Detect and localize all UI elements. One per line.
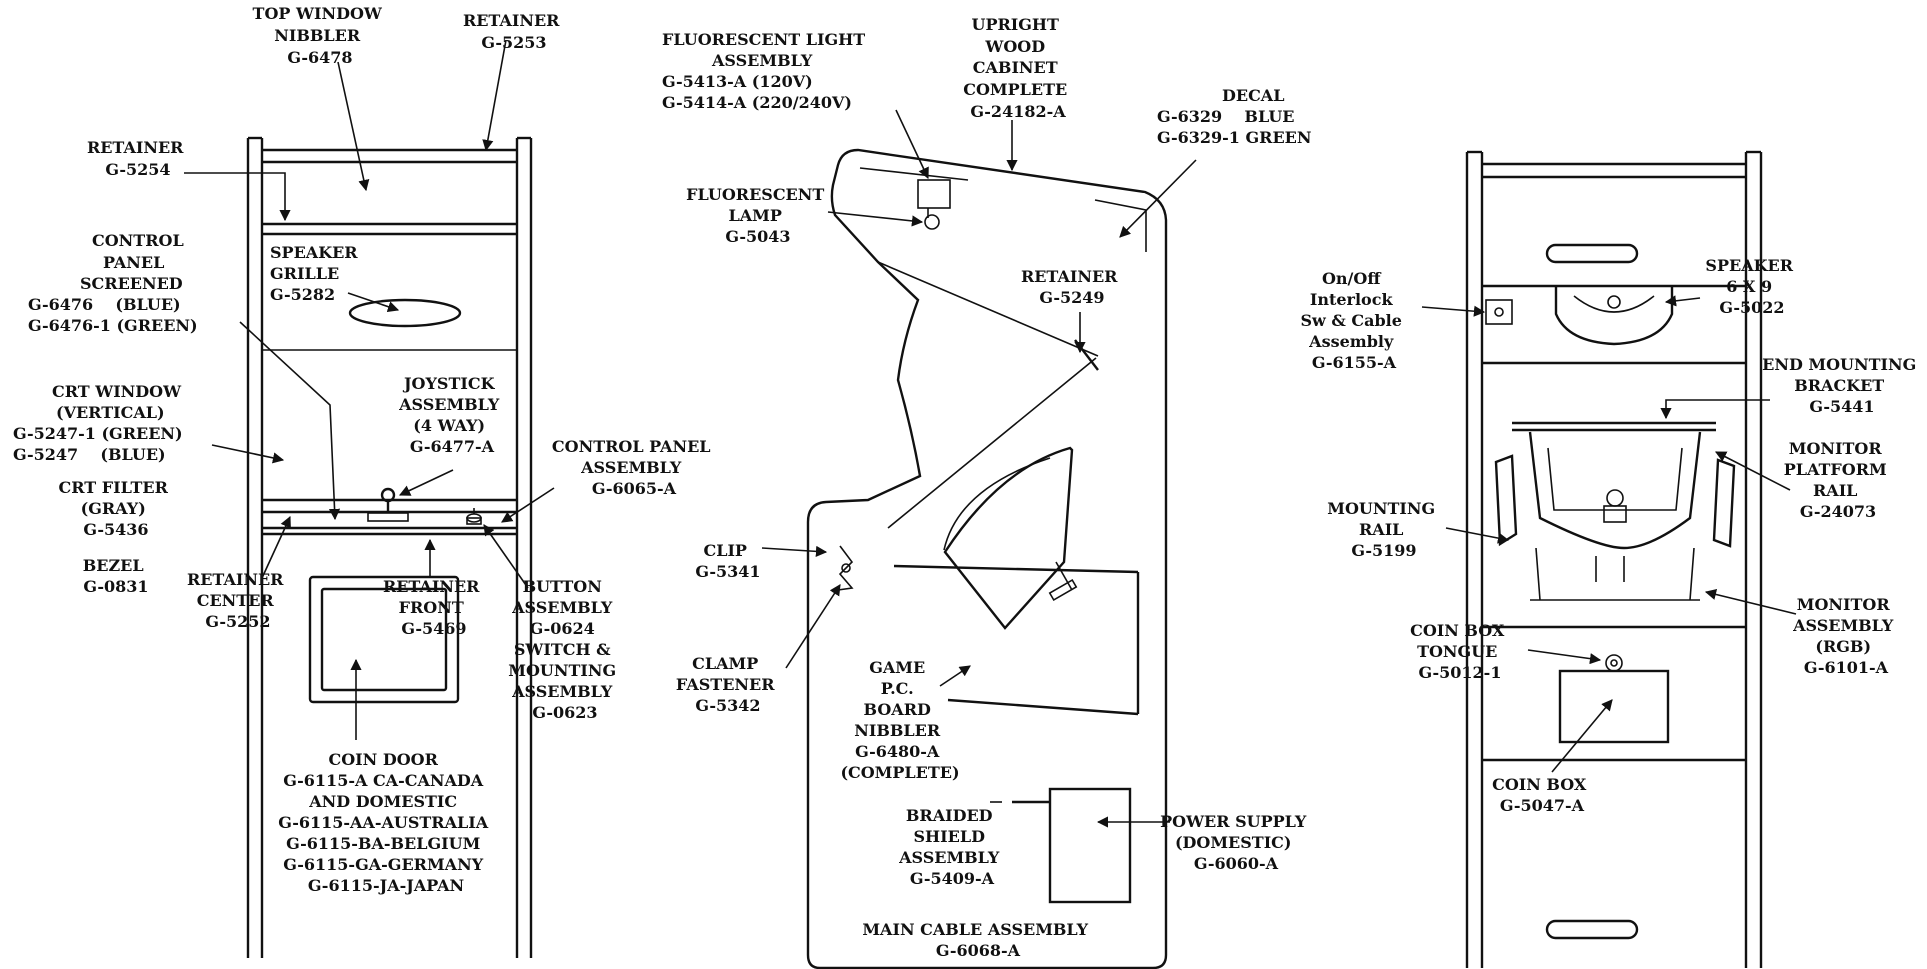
label-upright-wood-cabinet: UPRIGHT WOOD CABINET COMPLETE G-24182-A — [963, 15, 1073, 121]
pc-board-shape — [893, 564, 1140, 716]
fluorescent-fixture-shape — [917, 179, 951, 230]
label-control-panel-assembly: CONTROL PANEL ASSEMBLY G-6065-A — [552, 437, 716, 498]
label-joystick-assembly: JOYSTICK ASSEMBLY (4 WAY) G-6477-A — [398, 374, 505, 456]
label-decal: DECAL G-6329 BLUE G-6329-1 GREEN — [1157, 86, 1311, 147]
label-coin-box: COIN BOX G-5047-A — [1492, 775, 1592, 815]
label-main-cable: MAIN CABLE ASSEMBLY G-6068-A — [862, 920, 1093, 960]
leader-lines — [184, 39, 1797, 828]
label-crt-filter: CRT FILTER (GRAY) G-5436 — [59, 478, 174, 539]
clip-shape — [837, 545, 854, 591]
label-fluorescent-lamp: FLUORESCENT LAMP G-5043 — [686, 185, 830, 246]
joystick-shape — [367, 487, 409, 522]
callout-labels: TOP WINDOW NIBBLER G-6478 RETAINER G-525… — [13, 4, 1922, 960]
coin-door-shape — [308, 575, 460, 704]
label-end-mounting-bracket: END MOUNTING BRACKET G-5441 — [1762, 355, 1922, 416]
label-power-supply: POWER SUPPLY (DOMESTIC) G-6060-A — [1160, 812, 1312, 873]
label-retainer-g5249: RETAINER G-5249 — [1021, 267, 1123, 307]
label-game-pc-board: GAME P.C. BOARD NIBBLER G-6480-A (COMPLE… — [840, 658, 959, 782]
label-monitor-platform-rail: MONITOR PLATFORM RAIL G-24073 — [1784, 439, 1893, 521]
interlock-switch-shape — [1485, 299, 1513, 325]
rear-view-cabinet — [1465, 150, 1763, 968]
label-bezel: BEZEL G-0831 — [83, 556, 149, 596]
monitor-tube-shape — [943, 446, 1078, 630]
label-retainer-front: RETAINER FRONT G-5469 — [383, 577, 485, 638]
label-coin-box-tongue: COIN BOX TONGUE G-5012-1 — [1410, 621, 1510, 682]
label-speaker-grille: SPEAKER GRILLE G-5282 — [270, 243, 363, 304]
label-retainer-g5254: RETAINER G-5254 — [87, 138, 189, 179]
label-braided-shield: BRAIDED SHIELD ASSEMBLY G-5409-A — [898, 806, 1005, 888]
button-shape — [466, 508, 482, 525]
label-fluorescent-light-assembly: FLUORESCENT LIGHT ASSEMBLY G-5413-A (120… — [662, 30, 871, 112]
monitor-assembly-shape — [1494, 421, 1736, 601]
label-speaker: SPEAKER 6 X 9 G-5022 — [1705, 256, 1798, 317]
label-interlock-switch: On/Off Interlock Sw & Cable Assembly G-6… — [1300, 269, 1407, 372]
label-clamp-fastener: CLAMP FASTENER G-5342 — [676, 654, 780, 715]
label-monitor-assembly: MONITOR ASSEMBLY (RGB) G-6101-A — [1792, 595, 1899, 677]
label-crt-window: CRT WINDOW (VERTICAL) G-5247-1 (GREEN) G… — [13, 382, 188, 464]
speaker-shape — [1554, 286, 1674, 346]
front-view-cabinet — [246, 136, 533, 958]
label-retainer-center: RETAINER CENTER G-5252 — [187, 570, 289, 631]
label-top-window-nibbler: TOP WINDOW NIBBLER G-6478 — [253, 4, 388, 67]
label-mounting-rail: MOUNTING RAIL G-5199 — [1327, 499, 1440, 560]
power-supply-shape — [1048, 787, 1132, 904]
label-clip: CLIP G-5341 — [695, 541, 760, 581]
speaker-grille-shape — [348, 298, 462, 328]
label-button-assembly: BUTTON ASSEMBLY G-0624 SWITCH & MOUNTING… — [508, 577, 621, 722]
side-view-cabinet — [806, 148, 1168, 969]
coin-box-shape — [1558, 654, 1670, 744]
label-retainer-g5253: RETAINER G-5253 — [463, 11, 565, 52]
label-control-panel-screened: CONTROL PANEL SCREENED G-6476 (BLUE) G-6… — [28, 231, 198, 335]
label-coin-door: COIN DOOR G-6115-A CA-CANADA AND DOMESTI… — [278, 750, 494, 895]
